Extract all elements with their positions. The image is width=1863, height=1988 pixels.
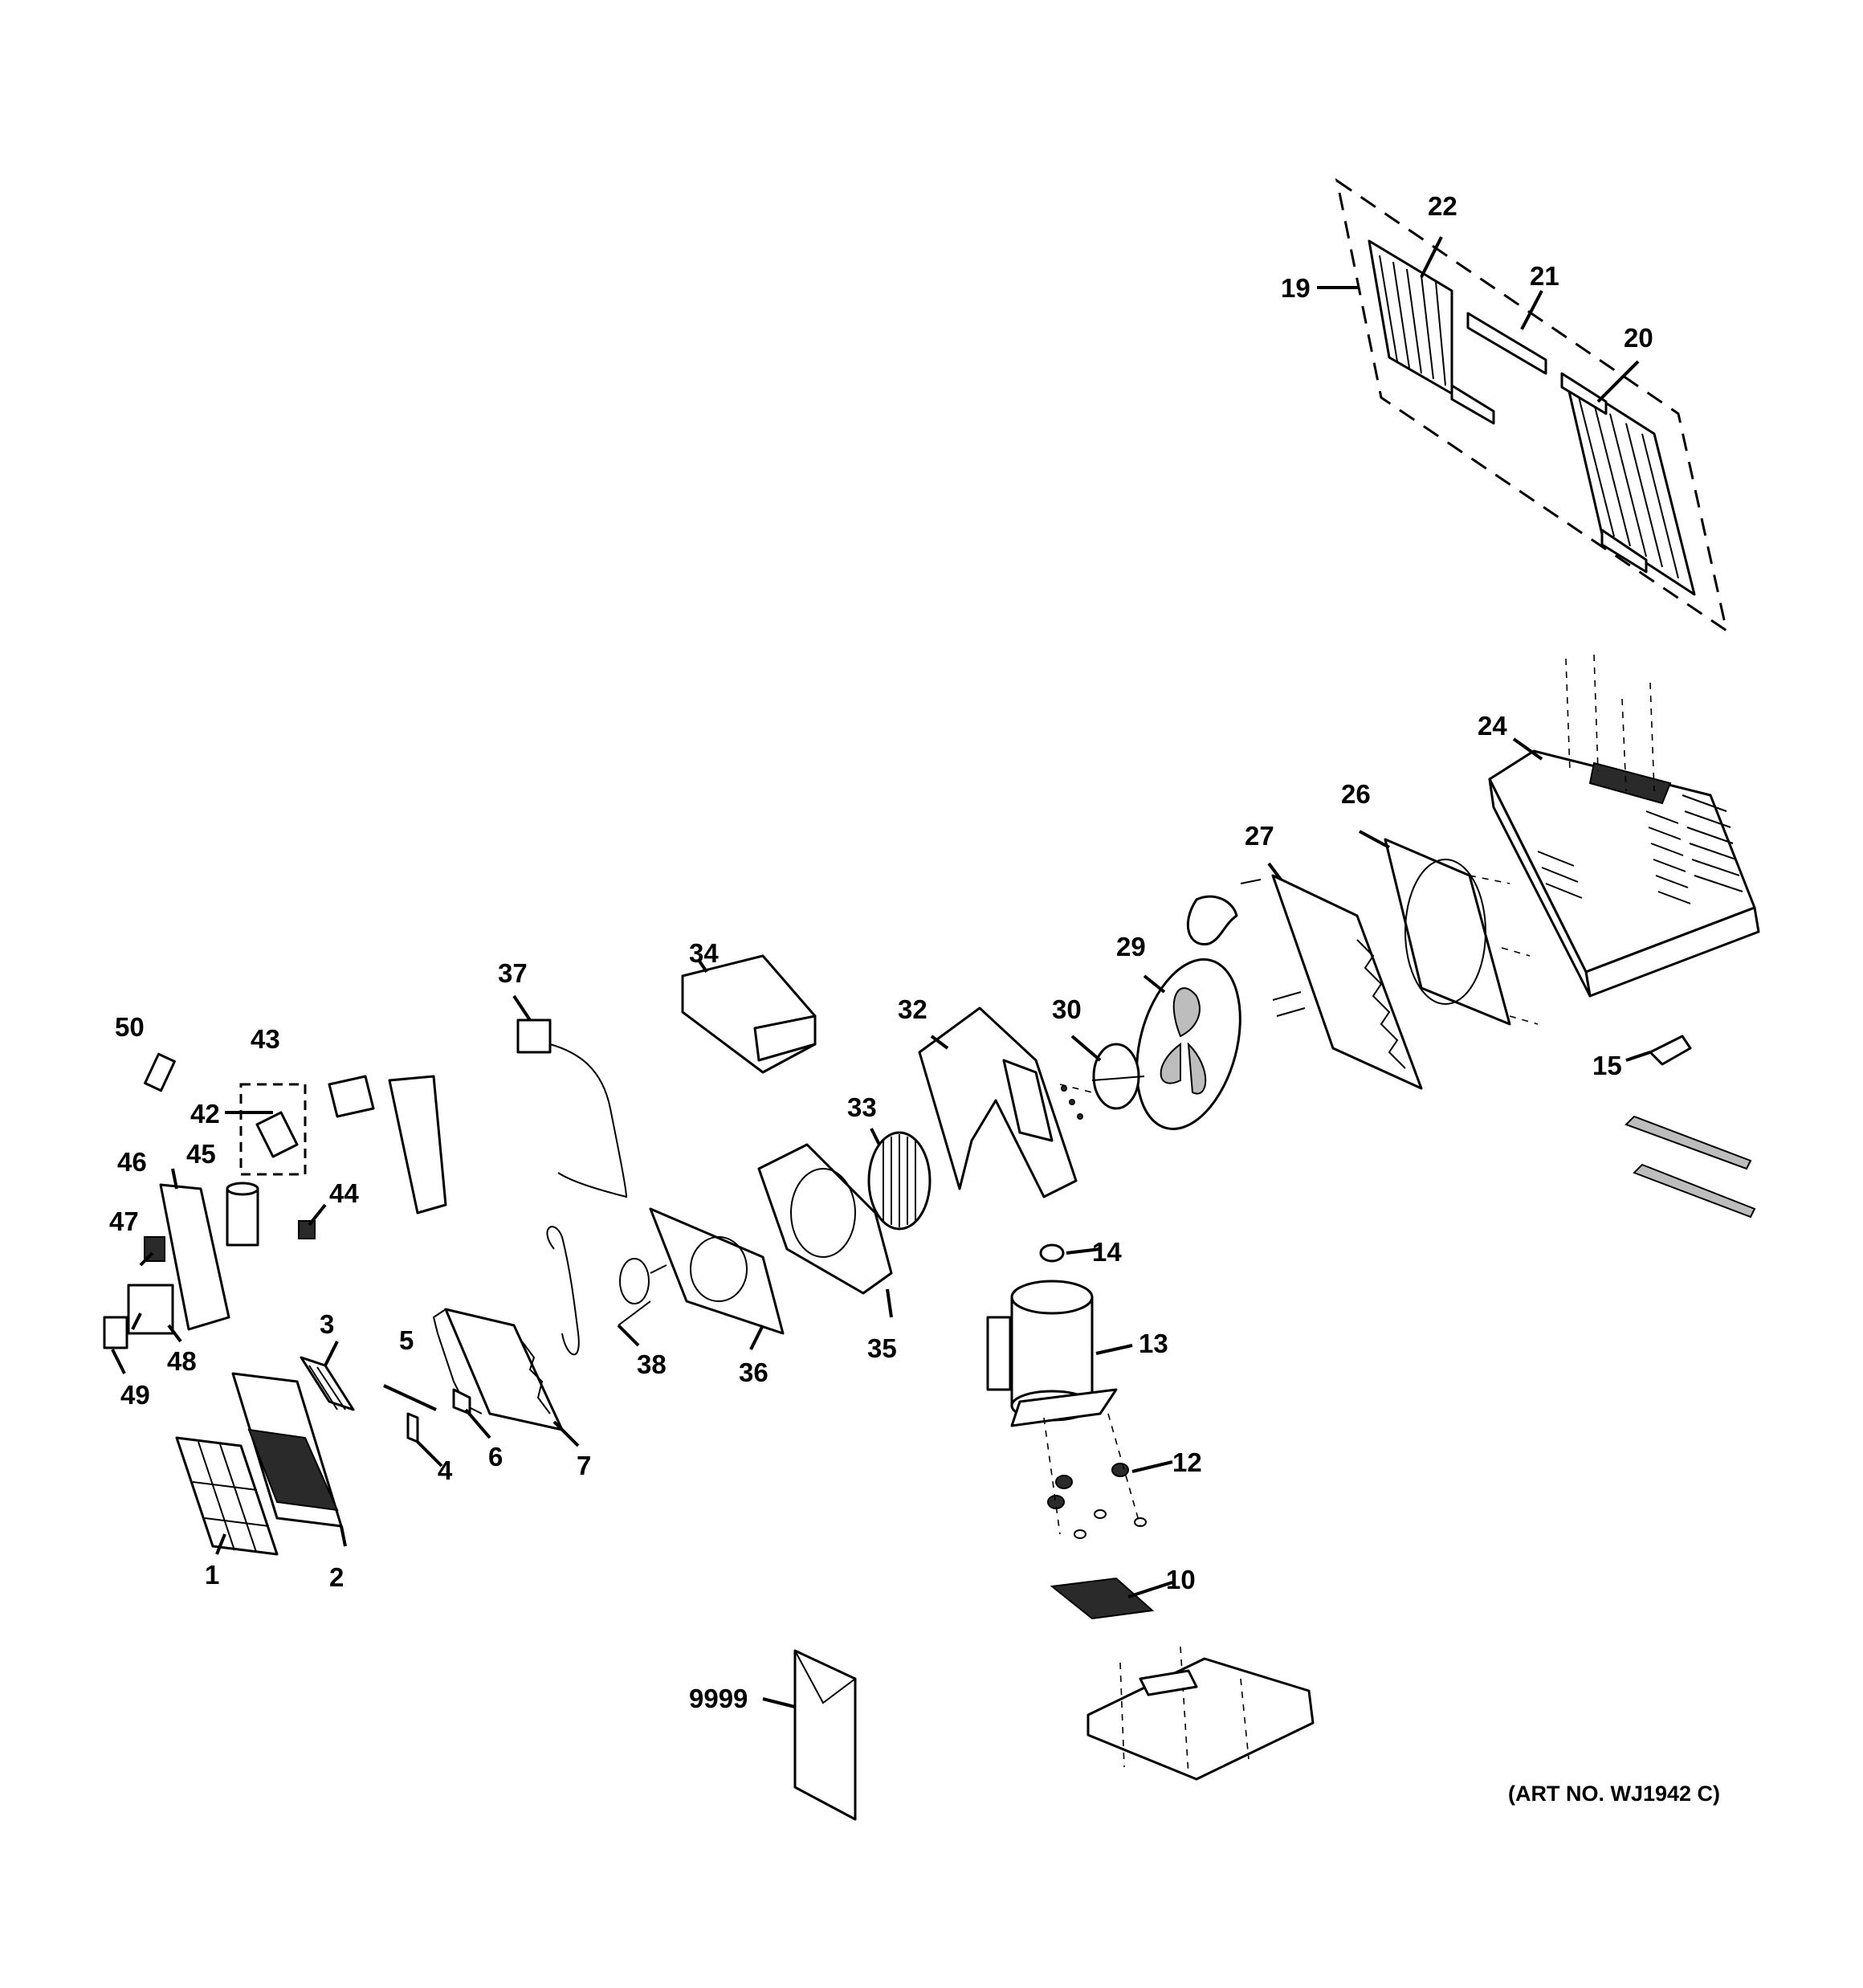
label-47: 47	[109, 1206, 139, 1236]
compressor-grommets	[1043, 1413, 1147, 1539]
label-15: 15	[1592, 1051, 1622, 1080]
curtain-center	[1466, 312, 1547, 375]
owner-manual	[793, 1649, 857, 1821]
label-6: 6	[488, 1442, 503, 1472]
relay	[298, 1220, 316, 1239]
label-43: 43	[251, 1024, 280, 1054]
curtain-right	[1560, 372, 1696, 596]
compressor-plate	[1050, 1577, 1155, 1620]
louver-vanes	[300, 1356, 355, 1411]
label-30: 30	[1052, 994, 1082, 1024]
case-louvers	[1537, 794, 1743, 904]
compressor	[986, 1280, 1118, 1427]
label-9999: 9999	[689, 1684, 748, 1713]
label-2: 2	[329, 1562, 344, 1592]
label-29: 29	[1116, 932, 1146, 961]
label-45: 45	[186, 1139, 216, 1169]
capacitor	[226, 1182, 259, 1247]
label-27: 27	[1245, 821, 1274, 851]
label-14: 14	[1092, 1237, 1122, 1267]
power-cord	[516, 1018, 628, 1198]
label-24: 24	[1478, 711, 1507, 741]
label-12: 12	[1172, 1447, 1202, 1477]
label-3: 3	[320, 1309, 334, 1339]
label-42: 42	[190, 1099, 220, 1129]
drain-tube	[546, 1226, 580, 1356]
label-13: 13	[1139, 1329, 1168, 1358]
label-21: 21	[1530, 261, 1559, 291]
label-36: 36	[739, 1357, 768, 1387]
label-26: 26	[1341, 779, 1371, 809]
air-filter	[175, 1436, 279, 1556]
label-22: 22	[1428, 191, 1457, 221]
blower-wheel	[867, 1131, 932, 1231]
motor-bracket	[918, 1006, 1078, 1198]
part-number-labels: 19 22 21 20 24 26 27 29 30 32 33 34 35 3…	[109, 191, 1720, 1806]
label-44: 44	[329, 1178, 359, 1208]
label-1: 1	[205, 1560, 219, 1590]
air-duct	[681, 954, 817, 1074]
fan-blade	[1135, 958, 1241, 1130]
foam-strip-upper	[1625, 1115, 1752, 1170]
side-curtain-kit-group	[1335, 178, 1729, 634]
fan-motor	[1059, 1043, 1145, 1120]
condenser-shroud	[1384, 838, 1539, 1026]
capillary-loop	[1186, 895, 1238, 945]
label-33: 33	[847, 1092, 877, 1122]
part-5-rod	[383, 1384, 437, 1411]
foam-strip-lower	[1633, 1163, 1756, 1219]
label-4: 4	[438, 1455, 453, 1485]
label-48: 48	[167, 1346, 197, 1376]
thermistor-loop	[618, 1258, 667, 1326]
label-19: 19	[1281, 273, 1311, 303]
label-46: 46	[117, 1147, 147, 1177]
part-15-bracket	[1649, 1035, 1692, 1066]
art-number: (ART NO. WJ1942 C)	[1508, 1782, 1720, 1806]
condenser-coil	[1240, 874, 1423, 1090]
part-14-grommet	[1039, 1243, 1065, 1263]
control-plate	[159, 1183, 230, 1331]
label-37: 37	[498, 958, 528, 988]
evaporator-coil	[432, 1308, 564, 1431]
remote-control	[144, 1052, 176, 1092]
label-32: 32	[898, 994, 927, 1024]
tall-bracket	[388, 1075, 447, 1214]
label-35: 35	[867, 1333, 897, 1363]
base-pan	[1086, 1646, 1315, 1781]
blower-scroll	[757, 1143, 893, 1295]
label-20: 20	[1624, 323, 1653, 353]
outer-case	[1488, 654, 1760, 998]
leader-lines	[111, 236, 1651, 1708]
label-49: 49	[120, 1380, 150, 1410]
part-4-clip	[406, 1412, 419, 1443]
label-50: 50	[115, 1012, 145, 1042]
label-5: 5	[399, 1325, 414, 1355]
part-49-label	[103, 1316, 128, 1349]
control-board-group	[239, 1083, 307, 1176]
label-7: 7	[577, 1451, 591, 1480]
label-10: 10	[1166, 1565, 1196, 1594]
blower-orifice	[649, 1207, 785, 1335]
label-34: 34	[689, 938, 719, 968]
label-38: 38	[637, 1349, 667, 1379]
switch-bracket	[328, 1075, 375, 1118]
